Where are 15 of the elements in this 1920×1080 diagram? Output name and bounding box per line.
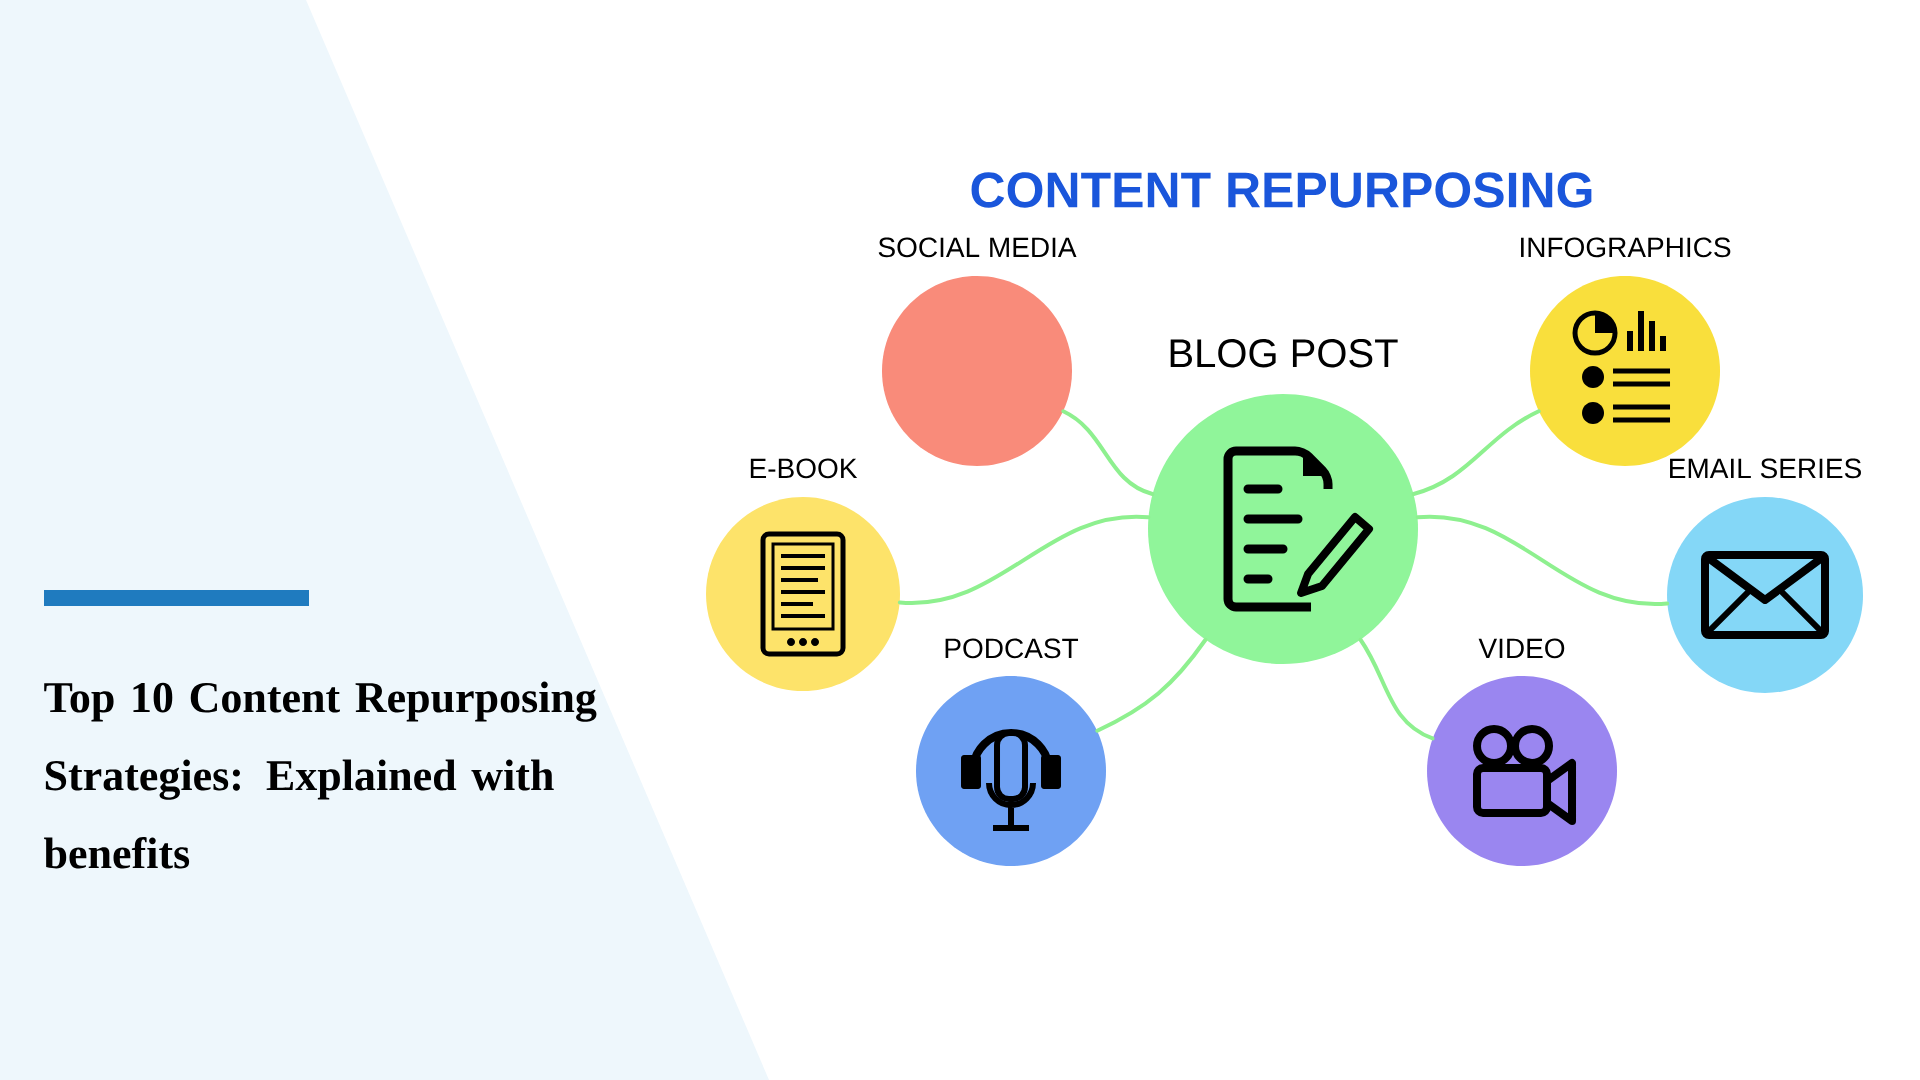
connector-line [1358,637,1435,741]
topic-label: PODCAST [945,638,1079,659]
connector-line [1415,515,1670,606]
topic-label: E-BOOK [750,458,858,479]
connector-line [1411,409,1541,496]
topic-label: INFOGRAPHICS [1521,237,1731,258]
topic-label: SOCIAL MEDIA [878,237,1077,258]
topic-label: VIDEO [1478,638,1565,659]
page-heading: Top 10 Content Repurposing Strategies: Explained with benefits [44,681,597,869]
topic-label: EMAIL SERIES [1670,458,1861,479]
diagram-title: CONTENT REPURPOSING [971,172,1592,208]
topic-label: BLOG POST [1170,339,1398,368]
connector-line [897,515,1151,605]
connector-line [1061,409,1155,496]
connector-line [1095,637,1208,733]
